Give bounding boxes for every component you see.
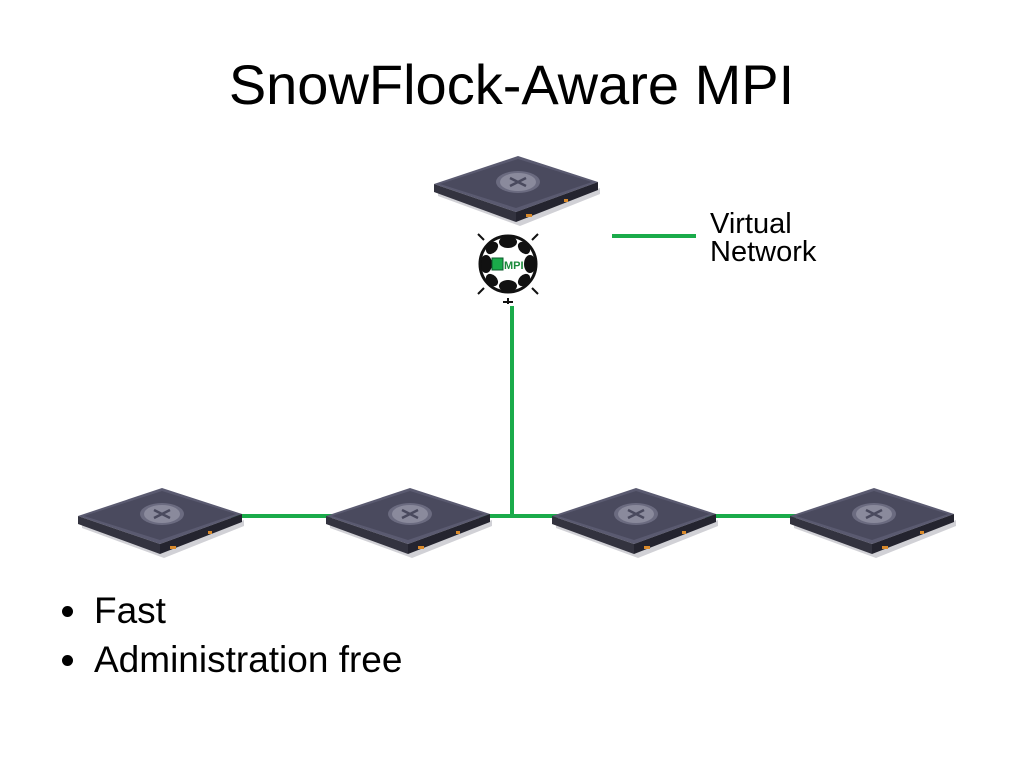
network-links	[230, 306, 812, 518]
bullet-icon	[62, 606, 73, 617]
mpi-logo-text: MPI	[504, 260, 524, 272]
mpi-logo-icon: MPI	[476, 232, 540, 304]
legend-label: Virtual Network	[710, 208, 817, 268]
bullet-text: Fast	[94, 590, 166, 631]
server-3	[550, 486, 720, 560]
bullet-item: Fast	[60, 586, 402, 635]
legend-label-line1: Virtual	[710, 208, 792, 240]
bullet-icon	[62, 655, 73, 666]
bullet-list: Fast Administration free	[60, 586, 402, 684]
server-top	[432, 154, 602, 228]
bullet-text: Administration free	[94, 639, 403, 680]
server-2	[324, 486, 494, 560]
server-1	[76, 486, 246, 560]
server-4	[788, 486, 958, 560]
legend-label-line2: Network	[710, 236, 817, 268]
slide-title: SnowFlock-Aware MPI	[228, 53, 795, 116]
bullet-item: Administration free	[60, 635, 402, 684]
